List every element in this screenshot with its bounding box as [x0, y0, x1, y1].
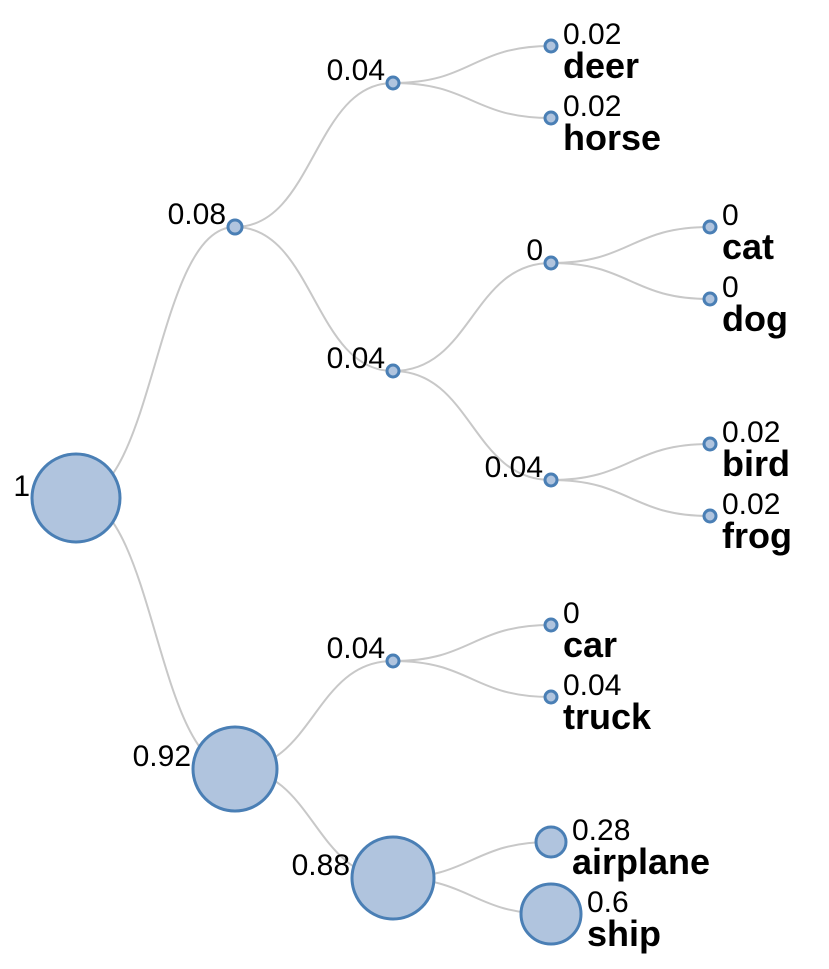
node-circle [385, 363, 401, 379]
tree-node: 0.04 [327, 54, 401, 91]
tree-link [550, 226, 711, 264]
node-value: 1 [13, 470, 30, 503]
node-circle [543, 255, 559, 271]
node-circle [385, 75, 401, 91]
leaf-value: 0.02 [563, 90, 621, 123]
tree-node: 0.04 [327, 632, 401, 669]
node-circle [534, 825, 568, 859]
leaf-name: cat [722, 226, 774, 267]
leaf-value: 0 [722, 271, 739, 304]
node-value: 0.92 [133, 740, 191, 773]
node-value: 0.04 [327, 632, 385, 665]
tree-link [550, 443, 711, 481]
leaf-value: 0 [722, 199, 739, 232]
leaf-value: 0.6 [587, 886, 629, 919]
tree-link [392, 660, 552, 698]
node-circle [543, 472, 559, 488]
tree-link [234, 82, 394, 228]
leaf-value: 0.02 [722, 416, 780, 449]
tree-link [550, 479, 711, 517]
leaf-value: 0 [563, 597, 580, 630]
tree-link [392, 262, 552, 372]
tree-link [392, 45, 552, 84]
tree-link [550, 262, 711, 300]
tree-link [234, 226, 394, 372]
node-circle [702, 291, 718, 307]
leaf-value: 0.02 [563, 18, 621, 51]
tree-link [392, 624, 552, 662]
leaf-name: bird [722, 443, 790, 484]
node-circle [702, 436, 718, 452]
node-circle [350, 835, 436, 921]
node-circle [543, 38, 559, 54]
node-value: 0.04 [327, 342, 385, 375]
leaf-name: airplane [572, 841, 710, 882]
tree-node: 1 [13, 452, 122, 544]
tree-node: 0.08 [168, 198, 244, 236]
node-circle [543, 689, 559, 705]
leaf-name: deer [563, 45, 639, 86]
tree-node: 0.92 [133, 725, 279, 813]
node-circle [702, 508, 718, 524]
leaf-name: horse [563, 117, 661, 158]
leaf-name: frog [722, 515, 792, 556]
node-value: 0.08 [168, 198, 226, 231]
node-value: 0.04 [485, 451, 543, 484]
node-value: 0.04 [327, 54, 385, 87]
node-circle [702, 219, 718, 235]
node-circle [385, 653, 401, 669]
leaf-name: car [563, 624, 617, 665]
leaf-value: 0.02 [722, 488, 780, 521]
leaf-name: dog [722, 298, 788, 339]
node-circle [30, 452, 122, 544]
node-value: 0.88 [292, 849, 350, 882]
leaf-value: 0.04 [563, 669, 621, 702]
node-circle [543, 617, 559, 633]
tree-node: 0.04 [327, 342, 401, 379]
node-circle [191, 725, 279, 813]
leaf-name: truck [563, 696, 652, 737]
tree-node: 0.88 [292, 835, 436, 921]
tree-link [75, 497, 236, 770]
node-circle [519, 882, 583, 946]
node-value: 0 [526, 234, 543, 267]
tree-link [75, 226, 236, 499]
tree-node: 0 [526, 234, 559, 271]
node-circle [543, 110, 559, 126]
tree-node: 0.04 [485, 451, 559, 488]
leaf-name: ship [587, 913, 661, 954]
leaf-value: 0.28 [572, 814, 630, 847]
node-circle [226, 218, 244, 236]
tree-link [392, 370, 552, 481]
tree-link [392, 82, 552, 119]
